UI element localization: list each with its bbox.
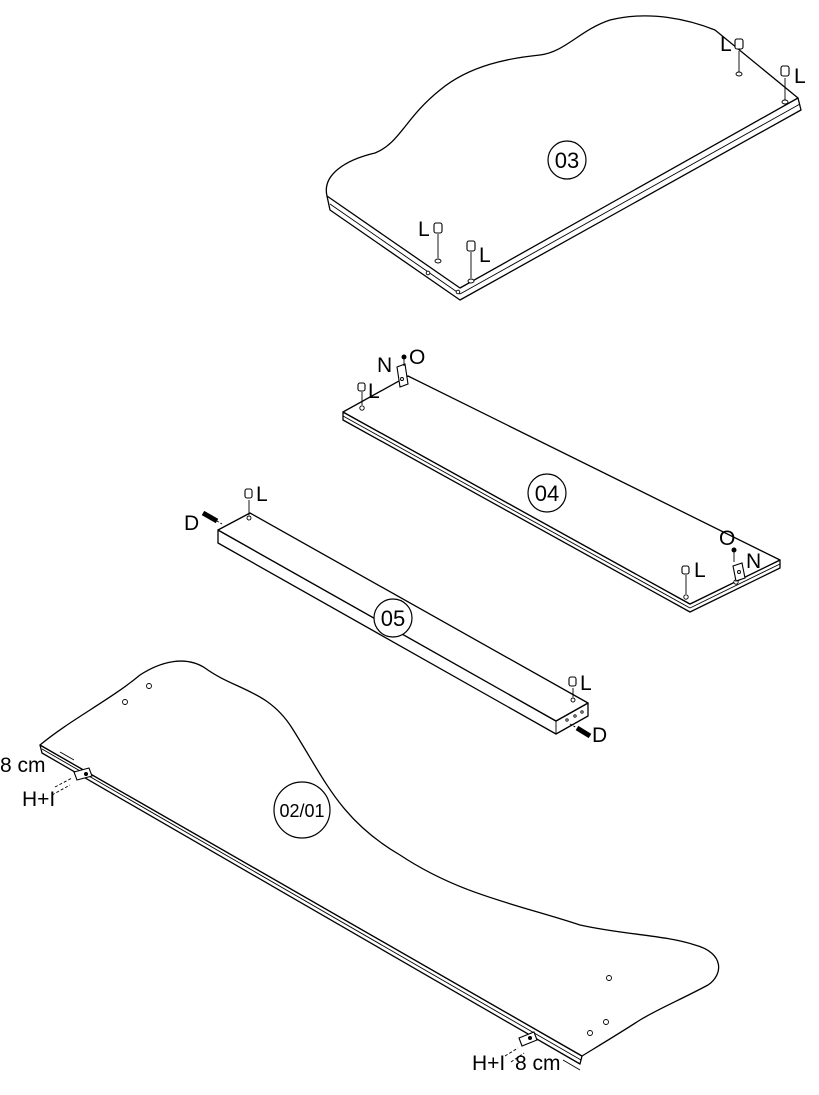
screw-icon: O <box>719 527 737 562</box>
panel-03: 03 L L L L <box>325 15 806 301</box>
dowel-label: D <box>592 724 607 747</box>
cam-lock-label: L <box>794 65 806 88</box>
connector-icon: H+I <box>22 767 93 811</box>
screw-o-label: O <box>719 527 735 550</box>
panel-number-05: 05 <box>381 606 405 631</box>
cam-lock-label: L <box>479 244 491 267</box>
cam-lock-label: L <box>694 559 706 582</box>
screw-o-label: O <box>409 346 425 369</box>
cam-lock-icon: L <box>466 240 491 284</box>
panel-number-02-01: 02/01 <box>279 801 324 821</box>
panel-number-circle <box>547 140 587 180</box>
panel-05: 05 L L D D <box>184 483 607 747</box>
connector-icon: H+I <box>472 1031 538 1075</box>
panel-number-04: 04 <box>535 481 559 506</box>
bracket-icon: N <box>377 354 409 388</box>
cam-lock-label: L <box>580 672 592 695</box>
cam-lock-label: L <box>368 380 380 403</box>
connector-label: H+I <box>472 1052 505 1075</box>
cam-lock-label: L <box>256 483 268 506</box>
hinge-n-label: N <box>746 550 761 573</box>
hinge-n-label: N <box>377 354 392 377</box>
dowel-icon: D <box>184 510 223 535</box>
cam-lock-icon: L <box>681 559 706 594</box>
cam-lock-icon: L <box>720 33 744 77</box>
dimension-label: 8 cm <box>0 754 46 777</box>
dowel-icon: D <box>569 723 607 747</box>
panel-number-circle <box>527 473 567 513</box>
panel-02-01: 02/01 8 cm H+I H+I 8 cm <box>0 660 720 1075</box>
dimension-label: 8 cm <box>515 1052 561 1075</box>
dowel-label: D <box>184 512 199 535</box>
panel-04: 04 N O L O N <box>342 346 781 613</box>
panel-number-circle <box>373 598 413 638</box>
cam-lock-label: L <box>720 33 732 56</box>
connector-label: H+I <box>22 788 55 811</box>
panel-number-03: 03 <box>555 148 579 173</box>
cam-lock-icon: L <box>568 672 592 697</box>
cam-lock-icon: L <box>244 483 268 515</box>
cam-lock-icon: L <box>780 65 806 105</box>
cam-lock-label: L <box>418 218 430 241</box>
panel-number-circle <box>273 781 331 839</box>
bracket-icon: N <box>732 550 761 582</box>
cam-lock-icon: L <box>418 218 443 264</box>
dimension-left: 8 cm <box>0 751 75 777</box>
cam-lock-icon: L <box>357 380 380 405</box>
screw-icon: O <box>401 346 425 369</box>
dimension-right: 8 cm <box>515 1052 581 1075</box>
